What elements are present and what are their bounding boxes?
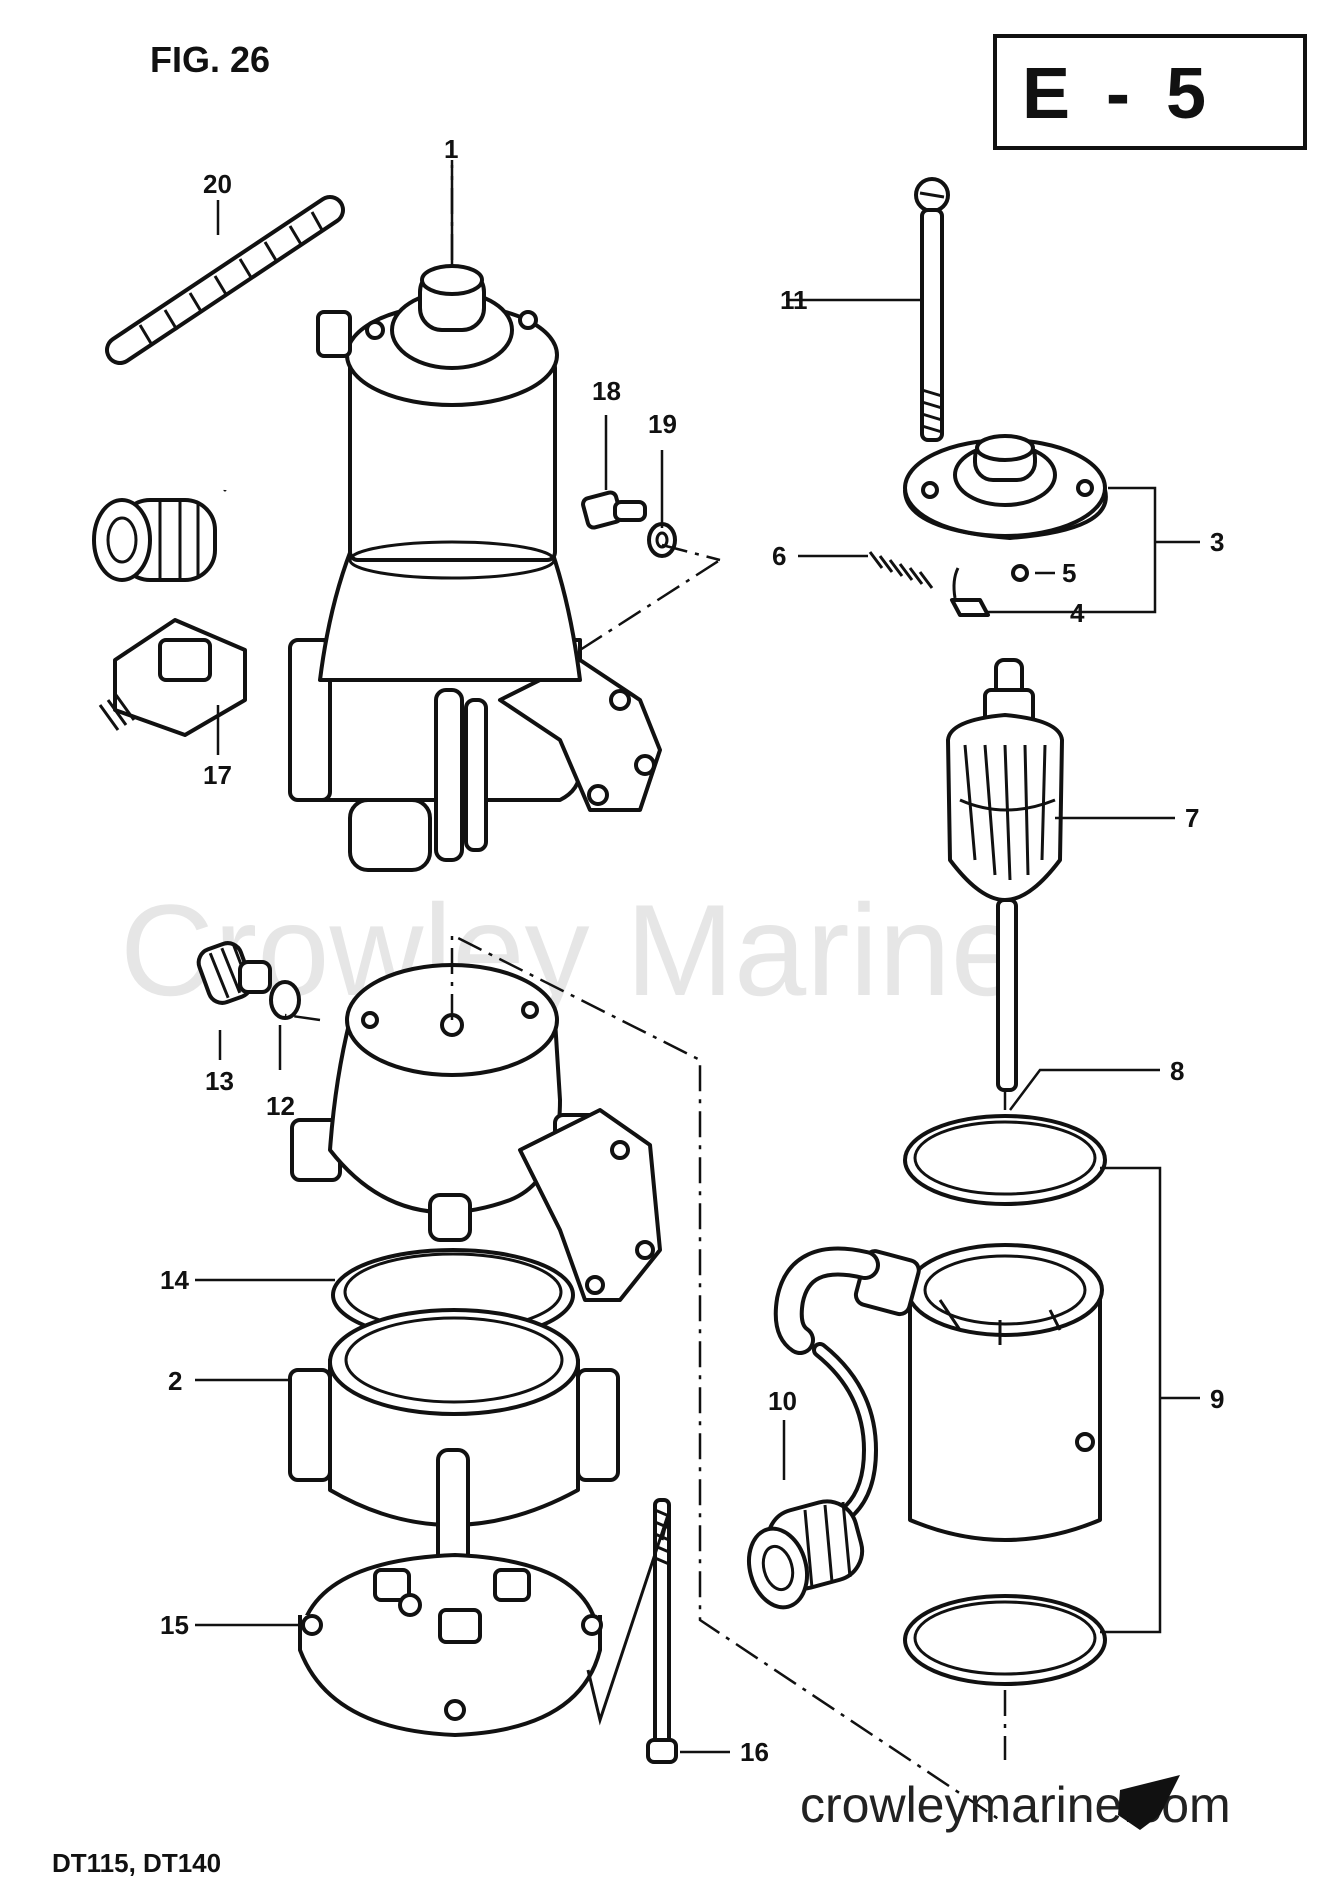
callout-12: 12 bbox=[266, 1091, 295, 1121]
section-code: E - 5 bbox=[1022, 54, 1214, 134]
callout-19: 19 bbox=[648, 409, 677, 439]
callout-1: 1 bbox=[444, 134, 458, 164]
connector-plug bbox=[92, 498, 217, 582]
o-ring-upper bbox=[903, 1114, 1107, 1206]
callout-7: 7 bbox=[1185, 803, 1199, 833]
callout-6: 6 bbox=[772, 541, 786, 571]
brush-end-plate bbox=[903, 434, 1108, 540]
callout-17: 17 bbox=[203, 760, 232, 790]
callout-8: 8 bbox=[1170, 1056, 1184, 1086]
bolt-18 bbox=[581, 490, 647, 530]
brush-4 bbox=[950, 567, 990, 617]
washer-5 bbox=[1011, 564, 1029, 582]
callout-13: 13 bbox=[205, 1066, 234, 1096]
callout-5: 5 bbox=[1062, 558, 1076, 588]
callout-labels: 1 2 3 4 5 6 7 8 9 10 11 12 13 14 15 16 1… bbox=[160, 134, 1224, 1767]
plug-13 bbox=[196, 941, 272, 1005]
callout-14: 14 bbox=[160, 1265, 189, 1295]
spiral-tube bbox=[105, 195, 345, 365]
coupler bbox=[98, 618, 247, 737]
end-cap bbox=[298, 1553, 603, 1737]
o-ring-12 bbox=[269, 980, 301, 1020]
callout-18: 18 bbox=[592, 376, 621, 406]
armature bbox=[946, 658, 1064, 1092]
yoke-assembly bbox=[773, 1243, 1104, 1542]
figure-label: FIG. 26 bbox=[150, 39, 270, 80]
watermark-text: Crowley Marine bbox=[120, 877, 1023, 1023]
callout-3: 3 bbox=[1210, 527, 1224, 557]
callout-10: 10 bbox=[768, 1386, 797, 1416]
brand-mark-icon bbox=[1118, 1775, 1180, 1830]
through-bolt-11 bbox=[914, 177, 950, 442]
long-bolt-16 bbox=[646, 1498, 678, 1764]
callout-11: 11 bbox=[780, 285, 808, 315]
callout-20: 20 bbox=[203, 169, 232, 199]
section-code-box: E - 5 bbox=[993, 34, 1307, 150]
o-ring-lower bbox=[903, 1594, 1107, 1686]
washer-19 bbox=[647, 522, 677, 558]
callout-4: 4 bbox=[1070, 598, 1085, 628]
motor-assembly bbox=[92, 264, 662, 872]
callout-16: 16 bbox=[740, 1737, 769, 1767]
callout-2: 2 bbox=[168, 1366, 182, 1396]
callout-9: 9 bbox=[1210, 1384, 1224, 1414]
connector-plug-10 bbox=[747, 1499, 865, 1610]
pump-housing bbox=[288, 1308, 620, 1582]
leader-lines bbox=[195, 165, 1200, 1754]
spring-6 bbox=[868, 551, 934, 589]
callout-15: 15 bbox=[160, 1610, 189, 1640]
model-list: DT115, DT140 bbox=[52, 1848, 221, 1878]
